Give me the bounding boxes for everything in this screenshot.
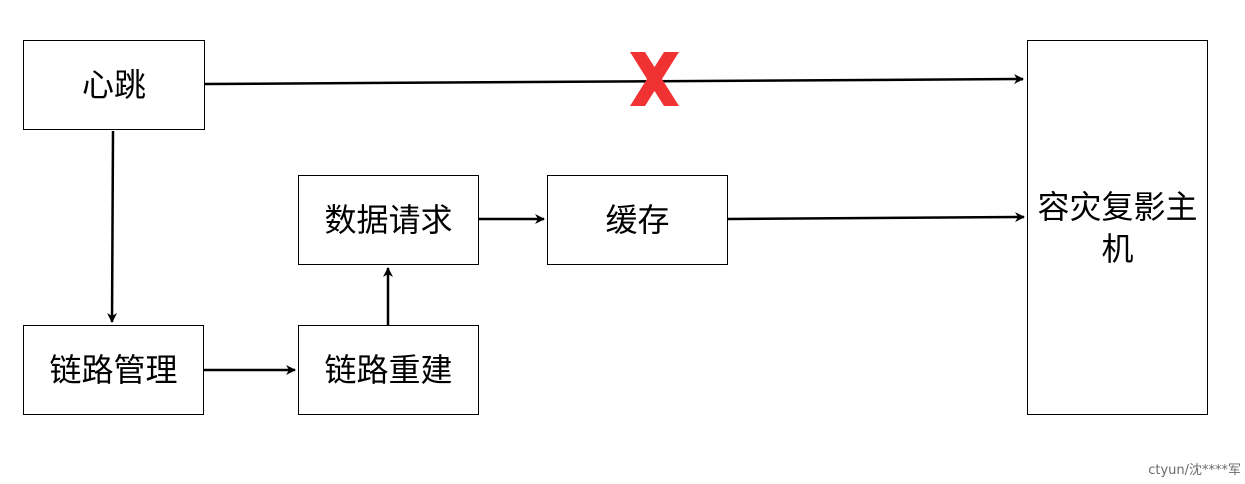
watermark: ctyun/沈****军 bbox=[1148, 463, 1241, 478]
edge-heartbeat-to-link-management bbox=[107, 130, 118, 323]
blocked-x-icon bbox=[630, 52, 679, 106]
edge-cache-to-dr-host bbox=[727, 212, 1025, 223]
node-link-management-label: 链路管理 bbox=[49, 351, 178, 389]
node-dr-host-label: 容灾复影主机 bbox=[1037, 187, 1198, 268]
node-link-rebuild-label: 链路重建 bbox=[324, 351, 453, 389]
node-link-management: 链路管理 bbox=[23, 325, 204, 415]
edge-heartbeat-to-dr-host bbox=[204, 74, 1024, 86]
node-heartbeat-label: 心跳 bbox=[81, 66, 146, 104]
node-cache: 缓存 bbox=[547, 175, 728, 265]
node-data-request-label: 数据请求 bbox=[324, 201, 453, 239]
node-data-request: 数据请求 bbox=[298, 175, 479, 265]
node-cache-label: 缓存 bbox=[605, 201, 670, 239]
node-heartbeat: 心跳 bbox=[23, 40, 205, 130]
node-dr-host: 容灾复影主机 bbox=[1027, 40, 1208, 415]
node-link-rebuild: 链路重建 bbox=[298, 325, 479, 415]
